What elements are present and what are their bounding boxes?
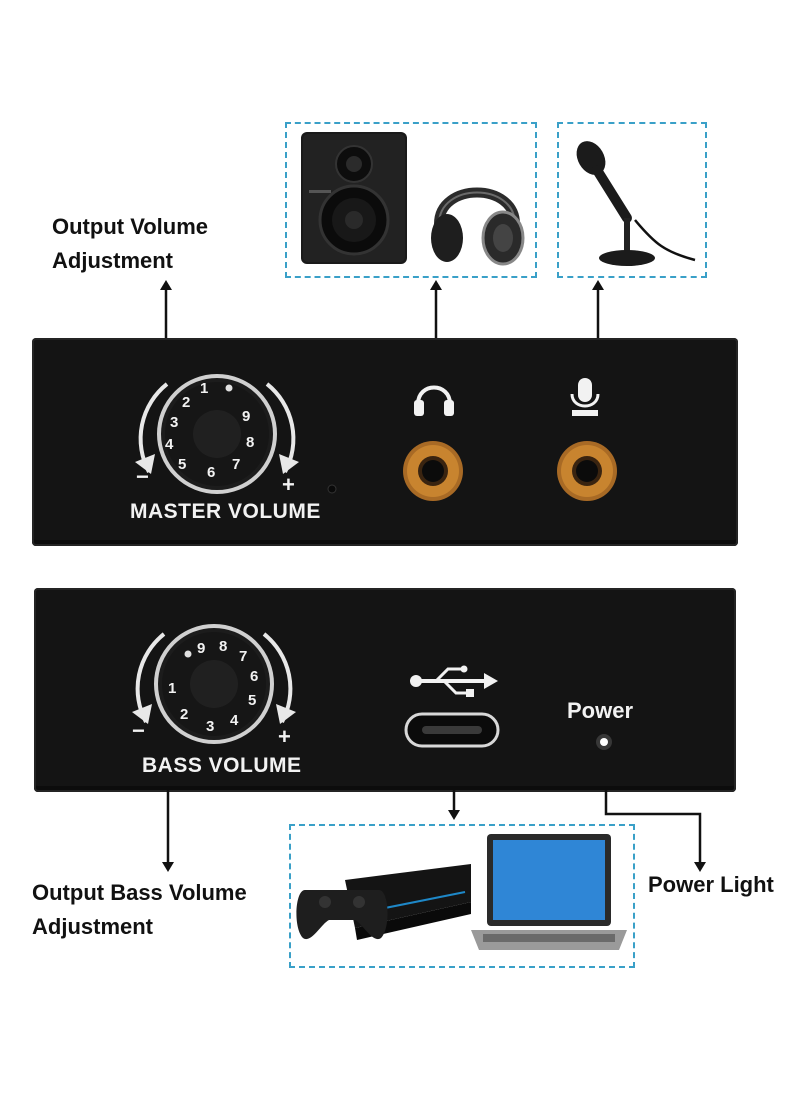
- bass-minus-sign: −: [132, 718, 146, 743]
- arrow-to-mic-box: [592, 280, 604, 340]
- arrow-to-bass-callout: [162, 790, 174, 872]
- bass-knob-number-9: 9: [197, 640, 206, 657]
- bass-knob-number-7: 7: [239, 648, 248, 665]
- knob-number-5: 5: [178, 456, 187, 473]
- power-led: [596, 734, 612, 750]
- headphone-jack[interactable]: [398, 436, 468, 506]
- master-volume-label: MASTER VOLUME: [130, 500, 321, 523]
- front-panel-bottom: 9 8 7 6 5 4 3 2 1 − + BASS VOLUME Power: [34, 588, 736, 792]
- microphone-icon: [576, 141, 696, 266]
- power-label: Power: [567, 698, 634, 723]
- knob-number-6: 6: [207, 464, 216, 481]
- knob-number-7: 7: [232, 456, 241, 473]
- microphone-box: [557, 122, 707, 278]
- knob-number-4: 4: [165, 436, 174, 453]
- knob-number-1: 1: [200, 380, 209, 397]
- bass-knob-number-1: 1: [168, 680, 177, 697]
- microphone-jack[interactable]: [552, 436, 622, 506]
- front-panel-top: 1 2 3 4 5 6 7 8 9 − + MASTER VOLUME: [32, 338, 738, 546]
- headphones-port-icon: [414, 385, 454, 416]
- knob-number-9: 9: [242, 408, 251, 425]
- power-light-callout: Power Light: [648, 872, 774, 897]
- knob-number-8: 8: [246, 434, 255, 451]
- headphones-icon: [431, 187, 525, 266]
- output-volume-line2: Adjustment: [52, 248, 173, 273]
- output-devices-box: [285, 122, 537, 278]
- bass-volume-label: BASS VOLUME: [142, 754, 302, 777]
- bass-knob-number-2: 2: [180, 706, 189, 723]
- output-volume-line1: Output Volume: [52, 214, 209, 239]
- knob-number-3: 3: [170, 414, 179, 431]
- arrow-to-volume-callout: [160, 280, 172, 340]
- usb-c-port[interactable]: [404, 712, 500, 748]
- bass-knob-number-8: 8: [219, 638, 228, 655]
- microphone-port-icon: [570, 378, 600, 416]
- arrow-to-devices-box: [448, 790, 460, 820]
- output-bass-line2: Adjustment: [32, 914, 153, 939]
- usb-icon: [410, 665, 498, 697]
- plus-sign: +: [282, 472, 296, 497]
- source-devices-box: [289, 824, 635, 968]
- bass-knob-number-5: 5: [248, 692, 257, 709]
- bass-plus-sign: +: [278, 724, 292, 749]
- bass-volume-knob[interactable]: [124, 612, 304, 762]
- arrow-to-headphone-box: [430, 280, 442, 340]
- indicator-hole: [327, 484, 337, 494]
- bass-knob-number-3: 3: [206, 718, 215, 735]
- output-bass-line1: Output Bass Volume: [32, 880, 247, 905]
- master-volume-knob[interactable]: [127, 362, 307, 512]
- knob-number-2: 2: [182, 394, 191, 411]
- arrow-to-power-callout: [604, 790, 706, 872]
- game-console-icon: [296, 864, 471, 940]
- speaker-icon: [301, 132, 407, 264]
- minus-sign: −: [136, 464, 150, 489]
- bass-knob-number-6: 6: [250, 668, 259, 685]
- output-volume-callout: Output Volume Adjustment: [52, 210, 208, 278]
- laptop-icon: [471, 834, 627, 950]
- bass-knob-number-4: 4: [230, 712, 239, 729]
- output-bass-callout: Output Bass Volume Adjustment: [32, 876, 247, 944]
